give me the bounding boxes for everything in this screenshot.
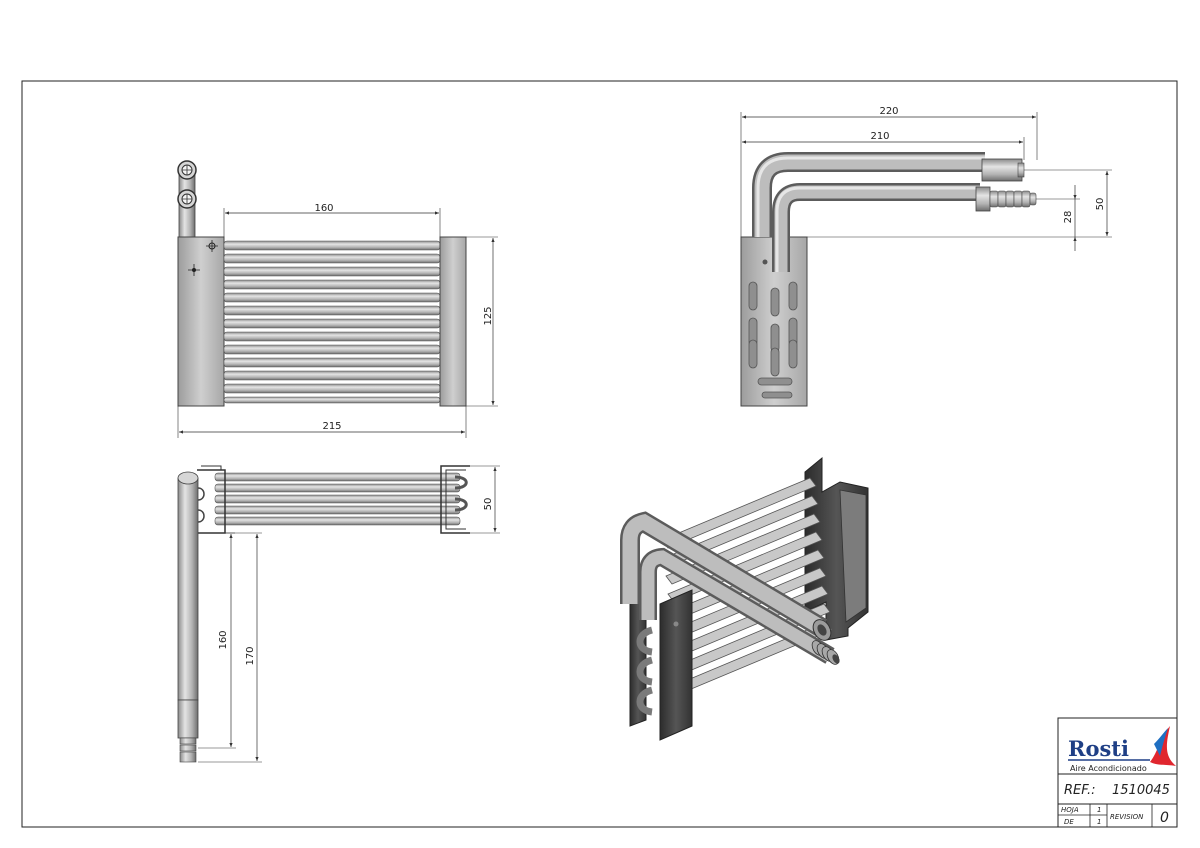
dim-front-125: 125 <box>483 306 494 325</box>
front-tube-bank <box>223 240 441 404</box>
front-right-plate <box>439 236 467 407</box>
revision-value: 0 <box>1160 810 1169 826</box>
brand-subtitle: Aire Acondicionado <box>1070 764 1147 773</box>
title-block: Rosti Aire Acondicionado REF.: 1510045 H… <box>1057 717 1178 828</box>
top-vertical-pipe <box>177 477 199 701</box>
rosti-logo-mark <box>1150 726 1176 766</box>
dim-side-28: 28 <box>1063 211 1074 224</box>
revision-label: REVISION <box>1110 813 1144 821</box>
dim-top-160: 160 <box>218 630 229 649</box>
dim-side-210: 210 <box>870 131 889 142</box>
isometric-view <box>620 456 869 741</box>
front-view: 160 125 215 <box>177 160 498 438</box>
iso-front-plate <box>659 589 693 741</box>
dim-top-170: 170 <box>245 646 256 665</box>
ref-label: REF.: <box>1064 783 1096 798</box>
sheet-label: HOJA <box>1061 806 1079 814</box>
front-left-plate <box>177 236 225 407</box>
side-pipe-lower <box>772 183 980 272</box>
dim-front-215: 215 <box>322 421 341 432</box>
sheet-border <box>21 80 1178 828</box>
iso-u-bends <box>636 626 654 716</box>
of-label: DE <box>1064 818 1074 826</box>
side-view: 220 210 28 50 <box>740 106 1112 407</box>
dim-side-50: 50 <box>1095 198 1106 211</box>
ref-value: 1510045 <box>1112 783 1170 798</box>
brand-name: Rosti <box>1068 736 1129 761</box>
side-plate-slots <box>748 281 798 399</box>
dim-front-160: 160 <box>314 203 333 214</box>
dim-side-220: 220 <box>879 106 898 117</box>
of-value: 1 <box>1097 818 1101 826</box>
dim-top-50: 50 <box>483 498 494 511</box>
sheet-value: 1 <box>1097 806 1101 814</box>
top-view: 50 160 170 <box>177 465 500 763</box>
